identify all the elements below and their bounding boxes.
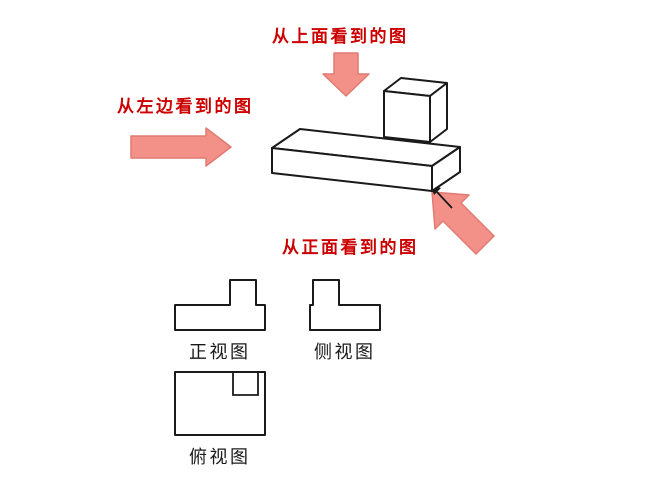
up-left-arrow-icon: [431, 191, 495, 255]
solid-3d-figure: [271, 77, 461, 192]
slab-front-face: [271, 147, 433, 192]
annotation-from-left: 从左边看到的图: [117, 97, 254, 116]
side-view-label: 侧视图: [314, 342, 376, 362]
side-view-shape: [309, 279, 381, 331]
annotation-from-top: 从上面看到的图: [272, 27, 409, 46]
top-view-shape: [174, 371, 266, 436]
front-view-label: 正视图: [189, 342, 251, 362]
annotation-from-front: 从正面看到的图: [282, 238, 419, 257]
front-view-shape: [174, 279, 266, 331]
top-view-label: 俯视图: [189, 447, 251, 467]
right-arrow-icon: [130, 127, 232, 167]
cube-front-face: [383, 90, 431, 143]
down-arrow-icon: [322, 52, 370, 97]
